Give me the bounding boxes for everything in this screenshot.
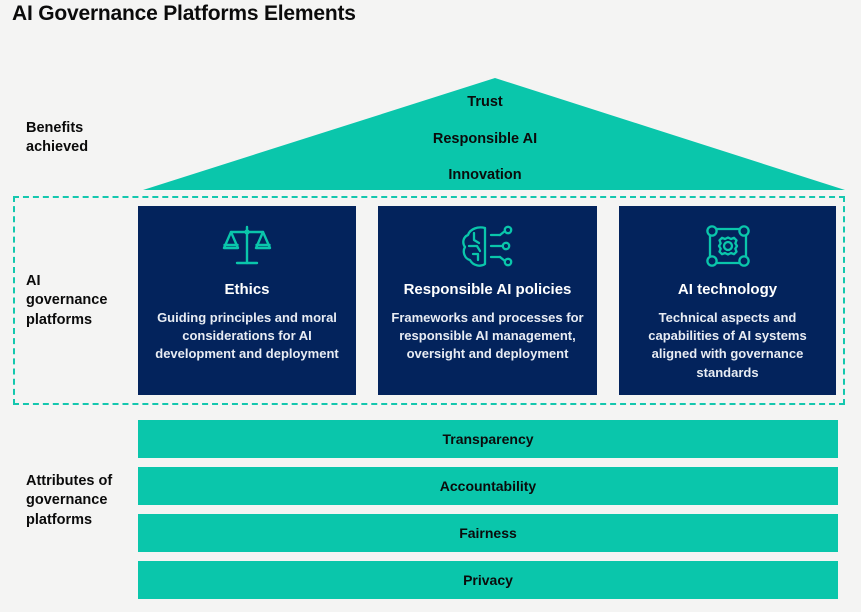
- card-ai-technology[interactable]: AI technology Technical aspects and capa…: [619, 206, 836, 395]
- card-title-responsible-ai-policies: Responsible AI policies: [403, 281, 572, 298]
- card-responsible-ai-policies[interactable]: Responsible AI policies Frameworks and p…: [378, 206, 597, 395]
- benefit-item-trust: Trust: [467, 94, 503, 110]
- ai-governance-platforms-group-outline: [13, 196, 845, 405]
- row-label-benefits-line1: Benefits: [26, 120, 84, 136]
- card-description-ethics: Guiding principles and moral considerati…: [155, 309, 339, 362]
- page-title: AI Governance Platforms Elements: [12, 2, 356, 25]
- row-label-platforms-line1: AI: [26, 273, 41, 289]
- attribute-label-privacy: Privacy: [463, 572, 513, 588]
- attribute-label-fairness: Fairness: [459, 525, 517, 541]
- row-label-attributes-line2: governance: [26, 492, 108, 509]
- card-title-ai-technology: AI technology: [677, 281, 778, 298]
- scales-of-justice-icon: [150, 220, 344, 272]
- row-label-benefits-line2: achieved: [26, 139, 89, 156]
- row-label-attributes-line3: platforms: [26, 511, 93, 528]
- card-ethics[interactable]: Ethics Guiding principles and moral cons…: [138, 206, 356, 395]
- attribute-bar-fairness[interactable]: Fairness: [138, 514, 838, 552]
- gear-network-icon: [631, 220, 824, 272]
- row-label-platforms-line3: platforms: [26, 311, 93, 328]
- card-description-responsible-ai-policies: Frameworks and processes for responsible…: [391, 309, 584, 362]
- row-label-platforms-line2: governance: [26, 292, 108, 309]
- benefit-item-innovation: Innovation: [448, 167, 522, 183]
- row-label-platforms: AI governance platforms: [26, 272, 136, 330]
- attribute-label-transparency: Transparency: [442, 431, 534, 447]
- attribute-bar-accountability[interactable]: Accountability: [138, 467, 838, 505]
- attribute-label-accountability: Accountability: [439, 478, 537, 494]
- ai-brain-circuit-icon: [390, 220, 585, 272]
- attribute-bar-transparency[interactable]: Transparency: [138, 420, 838, 458]
- row-label-benefits: Benefits achieved: [26, 119, 131, 158]
- benefit-item-responsible-ai: Responsible AI: [432, 130, 538, 147]
- card-title-ethics: Ethics: [224, 281, 270, 298]
- row-label-attributes-line1: Attributes of: [26, 473, 113, 489]
- card-description-ai-technology: Technical aspects and capabilities of AI…: [648, 309, 807, 380]
- row-label-attributes: Attributes of governance platforms: [26, 472, 141, 530]
- attribute-bar-privacy[interactable]: Privacy: [138, 561, 838, 599]
- benefits-list: Trust Responsible AI Innovation: [360, 95, 610, 183]
